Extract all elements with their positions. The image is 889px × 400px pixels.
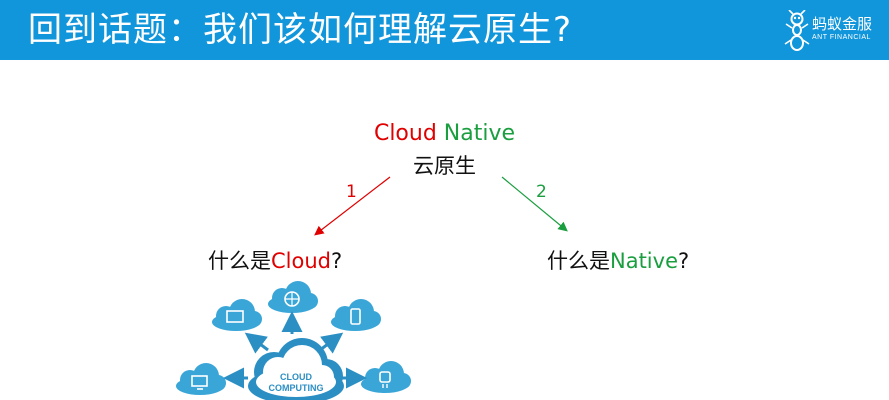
branch-native-keyword: Native bbox=[610, 249, 678, 273]
arrow-to-laptop bbox=[244, 332, 269, 354]
arrow-to-phone bbox=[319, 332, 344, 354]
branch-node-native: 什么是Native? bbox=[547, 245, 689, 275]
cloud-text-line2: COMPUTING bbox=[269, 383, 324, 393]
edge-arrow-left bbox=[314, 176, 391, 236]
cloud-phone-icon bbox=[331, 299, 381, 331]
ant-icon bbox=[784, 10, 810, 51]
logo-english-text: ANT FINANCIAL bbox=[812, 34, 871, 41]
branch-node-cloud: 什么是Cloud? bbox=[208, 245, 342, 275]
branch-native-prefix: 什么是 bbox=[547, 249, 610, 273]
cloud-laptop-icon bbox=[212, 299, 262, 331]
branch-cloud-suffix: ? bbox=[331, 249, 343, 273]
cloud-computing-illustration: CLOUD COMPUTING bbox=[176, 281, 411, 400]
logo-chinese-text: 蚂蚁金服 bbox=[812, 15, 873, 33]
slide-title: 回到话题：我们该如何理解云原生? bbox=[28, 10, 573, 50]
central-cloud: CLOUD COMPUTING bbox=[248, 338, 344, 400]
branch-native-suffix: ? bbox=[678, 249, 690, 273]
branch-cloud-keyword: Cloud bbox=[271, 249, 331, 273]
root-node-subtitle: 云原生 bbox=[413, 154, 476, 178]
root-node-label: Cloud Native bbox=[0, 121, 889, 146]
cloud-text-line1: CLOUD bbox=[280, 372, 312, 382]
branch-cloud-prefix: 什么是 bbox=[208, 249, 271, 273]
root-cloud-word: Cloud bbox=[373, 121, 437, 146]
header-bar: 回到话题：我们该如何理解云原生? 蚂蚁金服 ANT FINANCIAL bbox=[0, 0, 889, 60]
cloud-robot-icon bbox=[361, 361, 411, 393]
cloud-globe-icon bbox=[268, 281, 318, 313]
edge-arrow-right bbox=[501, 176, 568, 232]
ant-financial-logo: 蚂蚁金服 ANT FINANCIAL bbox=[784, 10, 879, 52]
root-native-word: Native bbox=[443, 121, 516, 146]
cloud-desktop-icon bbox=[176, 363, 226, 395]
edge-label-1: 1 bbox=[346, 182, 357, 202]
edge-label-2: 2 bbox=[536, 182, 547, 202]
